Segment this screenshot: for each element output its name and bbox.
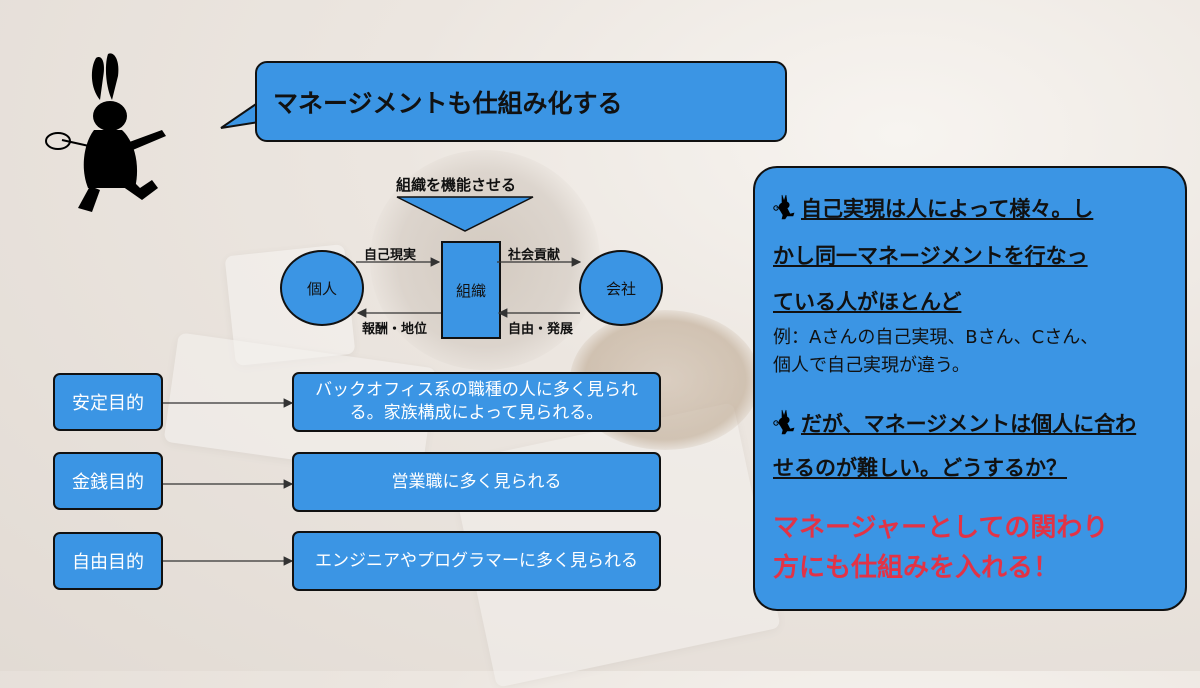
arrow-label-freedom: 自由・発展 (508, 322, 574, 337)
conclusion-line: 方にも仕組みを入れる！ (773, 553, 1060, 583)
purpose-desc-money: 営業職に多く見られる (292, 452, 661, 512)
point2-line: せるのが難しい。どうするか？ (773, 456, 1067, 480)
title-bubble-tail (220, 101, 260, 129)
point1-line: かし同一マネージメントを行なっ (773, 244, 1088, 268)
top-label: 組織を機能させる (396, 176, 517, 194)
purpose-label-money: 金銭目的 (53, 452, 163, 510)
arrow-label-self-realization: 自己現実 (364, 248, 417, 263)
point2-line: だが、マネージメントは個人に合わ (773, 402, 1165, 446)
purpose-desc-freedom: エンジニアやプログラマーに多く見られる (292, 531, 661, 591)
purpose-desc-stability: バックオフィス系の職種の人に多く見られる。家族構成によって見られる。 (292, 372, 661, 432)
explanation-panel: 自己実現は人によって様々。し かし同一マネージメントを行なっ ている人がほとんど… (753, 166, 1187, 611)
arrow-label-reward: 報酬・地位 (362, 322, 428, 337)
down-triangle-icon (396, 196, 534, 232)
example-line: 例：Aさんの自己実現、Bさん、Cさん、 (773, 327, 1099, 348)
point1-line: 自己実現は人によって様々。し (773, 186, 1165, 233)
conclusion-line: マネージャーとしての関わり (773, 513, 1109, 543)
purpose-label-stability: 安定目的 (53, 373, 163, 431)
purpose-label-freedom: 自由目的 (53, 532, 163, 590)
title-bubble: マネージメントも仕組み化する (255, 61, 787, 142)
example-line: 個人で自己実現が違う。 (773, 355, 970, 376)
individual-node: 個人 (280, 250, 364, 326)
point1-line: ている人がほとんど (773, 290, 962, 314)
diagram-arrows (162, 257, 582, 566)
organization-node: 組織 (441, 241, 501, 339)
arrow-label-social: 社会貢献 (508, 248, 561, 263)
company-node: 会社 (579, 250, 663, 326)
page-title: マネージメントも仕組み化する (273, 88, 623, 118)
white-rabbit-silhouette-icon (45, 53, 166, 212)
rabbit-bullet-icon (773, 409, 795, 435)
rabbit-bullet-icon (773, 194, 795, 220)
